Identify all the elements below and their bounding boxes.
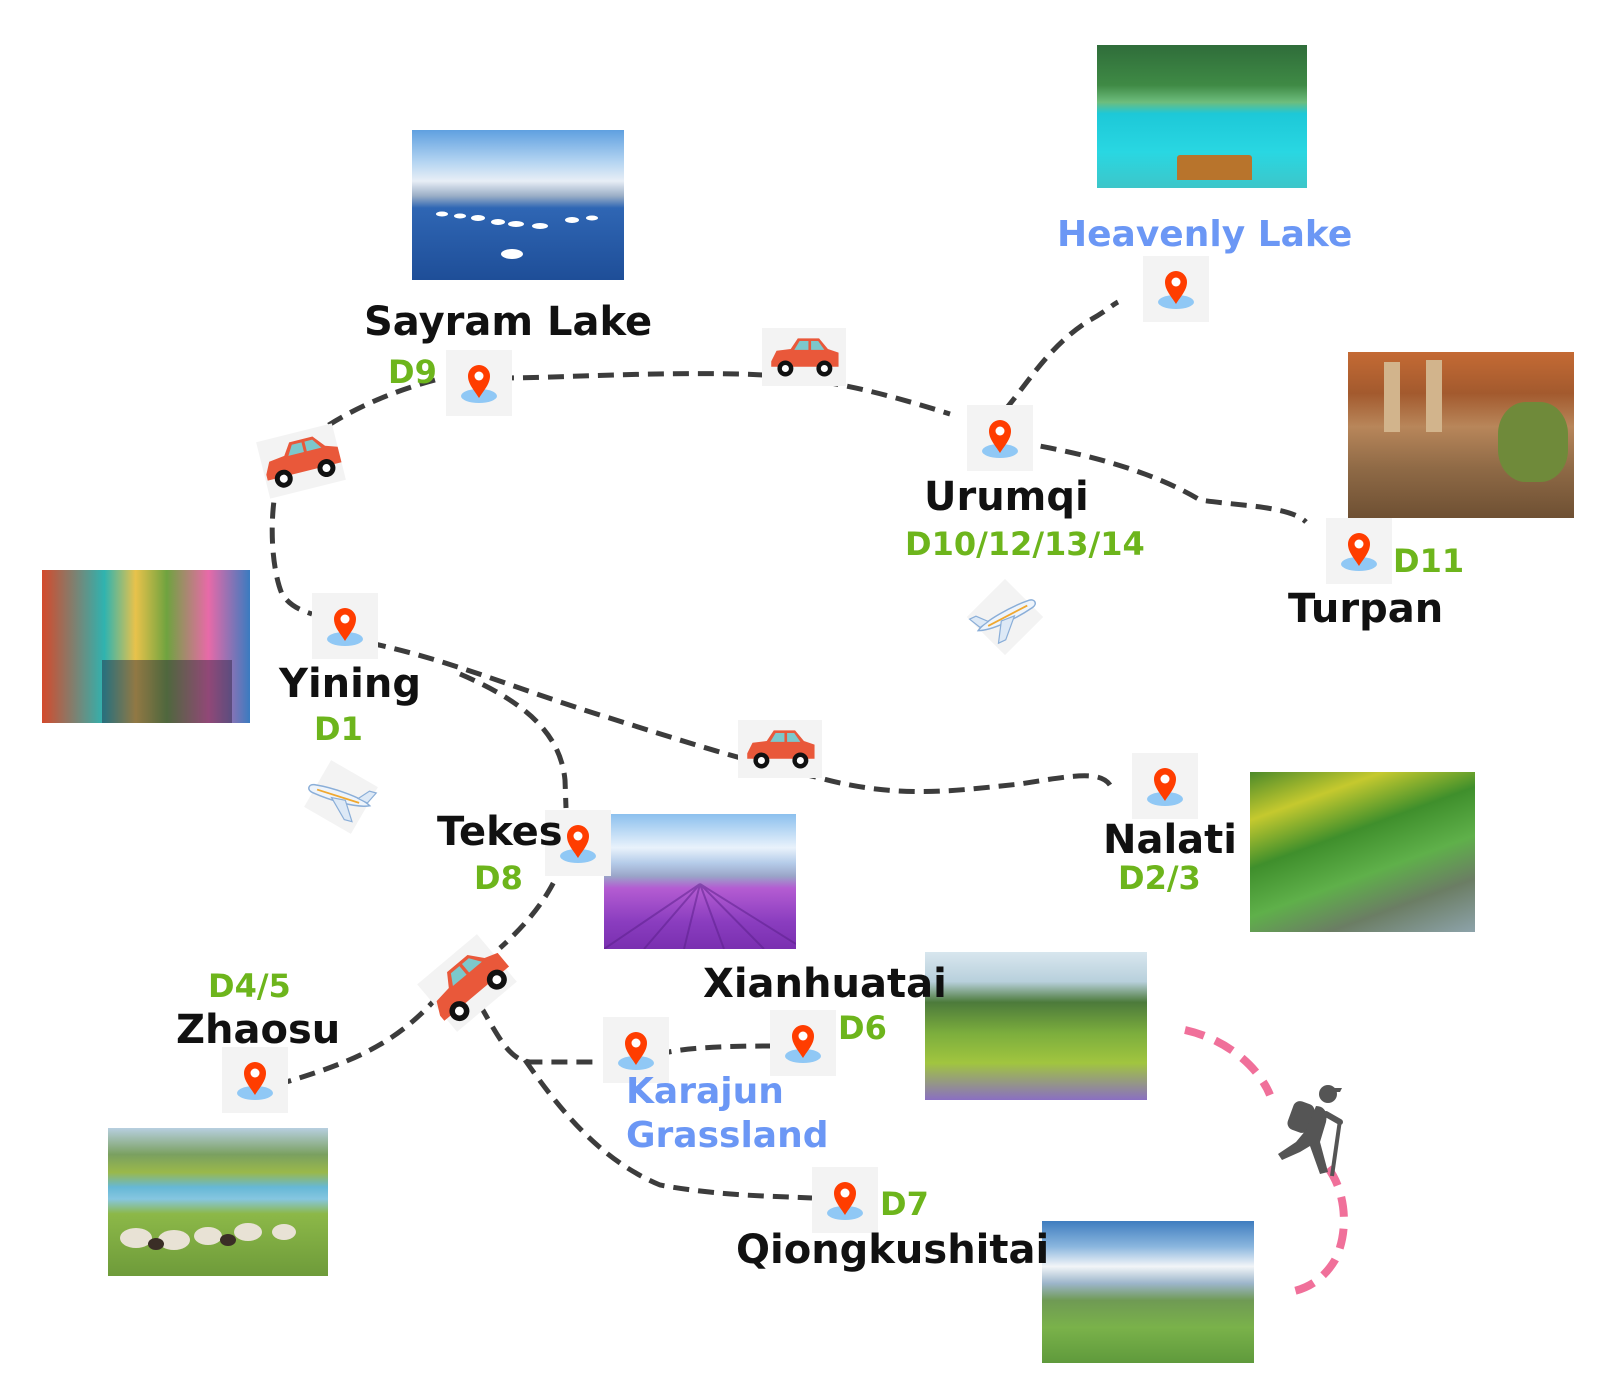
map-pin-icon xyxy=(327,608,363,646)
place-name-sayram-lake: Sayram Lake xyxy=(364,299,653,345)
photo-sayram-lake xyxy=(412,130,624,280)
route-sayram-urumqi xyxy=(497,371,951,417)
hiker-icon xyxy=(1270,1080,1350,1180)
minaret-illustration xyxy=(1384,362,1400,432)
map-pin-yining[interactable] xyxy=(312,593,378,659)
minaret-illustration xyxy=(1426,360,1442,432)
day-label-urumqi: D10/12/13/14 xyxy=(905,525,1145,563)
place-name-turpan: Turpan xyxy=(1288,586,1444,632)
map-pin-heavenly-lake[interactable] xyxy=(1143,256,1209,322)
map-pin-icon xyxy=(1341,533,1377,571)
map-pin-icon xyxy=(785,1025,821,1063)
route-car-zhaosu xyxy=(285,992,442,1085)
map-pin-icon xyxy=(618,1032,654,1070)
day-label-turpan: D11 xyxy=(1393,542,1465,580)
place-name-nalati: Nalati xyxy=(1103,817,1238,863)
airplane-icon xyxy=(960,572,1050,662)
lavender-rows-illustration xyxy=(604,883,796,949)
photo-qiongkushitai xyxy=(1042,1221,1254,1363)
place-name-karajun-line2: Grassland xyxy=(626,1115,829,1156)
place-name-qiongkushitai: Qiongkushitai xyxy=(736,1227,1050,1273)
place-name-heavenly-lake: Heavenly Lake xyxy=(1057,214,1353,255)
car-icon xyxy=(734,718,826,780)
map-pin-icon xyxy=(982,420,1018,458)
car-icon xyxy=(417,934,518,1032)
photo-zhaosu xyxy=(108,1128,328,1276)
route-karajun-xianhuatai xyxy=(655,1043,771,1058)
swans-illustration xyxy=(436,211,598,259)
photo-yining xyxy=(42,570,250,723)
map-pin-icon xyxy=(827,1182,863,1220)
map-pin-xianhuatai[interactable] xyxy=(770,1010,836,1076)
place-name-zhaosu: Zhaosu xyxy=(176,1007,341,1053)
day-label-qiongkushitai: D7 xyxy=(880,1185,929,1223)
map-pin-tekes[interactable] xyxy=(545,810,611,876)
map-pin-icon xyxy=(1158,271,1194,309)
map-pin-sayram-lake[interactable] xyxy=(446,350,512,416)
photo-nalati xyxy=(1250,772,1475,932)
day-label-yining: D1 xyxy=(314,710,363,748)
map-pin-icon xyxy=(1147,768,1183,806)
trees-illustration xyxy=(1498,402,1568,482)
photo-turpan xyxy=(1348,352,1574,518)
car-icon xyxy=(256,423,346,499)
place-name-xianhuatai: Xianhuatai xyxy=(703,961,947,1007)
photo-tekes-lavender xyxy=(604,814,796,949)
sheep-illustration xyxy=(120,1223,296,1250)
route-urumqi-turpan xyxy=(1015,439,1308,524)
route-urumqi-heavenly xyxy=(1003,299,1120,412)
car-icon xyxy=(758,326,850,388)
place-name-yining: Yining xyxy=(279,661,421,707)
day-label-sayram-lake: D9 xyxy=(388,353,437,391)
day-label-zhaosu: D4/5 xyxy=(208,967,291,1005)
place-name-urumqi: Urumqi xyxy=(924,474,1089,520)
map-pin-karajun-grassland[interactable] xyxy=(603,1017,669,1083)
trek-path xyxy=(1184,1026,1348,1296)
map-pin-icon xyxy=(461,365,497,403)
day-label-xianhuatai: D6 xyxy=(838,1009,887,1047)
people-illustration xyxy=(102,660,232,723)
pavilion-illustration xyxy=(1177,155,1252,180)
place-name-tekes: Tekes xyxy=(437,809,563,855)
photo-heavenly-lake xyxy=(1097,45,1307,188)
route-car-yining xyxy=(269,477,313,617)
day-label-nalati: D2/3 xyxy=(1118,859,1201,897)
map-pin-urumqi[interactable] xyxy=(967,405,1033,471)
map-pin-qiongkushitai[interactable] xyxy=(812,1167,878,1233)
route-car-qiongkushitai xyxy=(522,1058,813,1201)
photo-xianhuatai xyxy=(925,952,1147,1100)
map-pin-nalati[interactable] xyxy=(1132,753,1198,819)
map-pin-turpan[interactable] xyxy=(1326,518,1392,584)
airplane-icon xyxy=(296,752,386,842)
day-label-tekes: D8 xyxy=(474,859,523,897)
route-yining-tekes xyxy=(459,671,569,809)
place-name-karajun-line1: Karajun xyxy=(626,1071,784,1112)
map-pin-icon xyxy=(560,825,596,863)
map-pin-zhaosu[interactable] xyxy=(222,1047,288,1113)
map-pin-icon xyxy=(237,1062,273,1100)
